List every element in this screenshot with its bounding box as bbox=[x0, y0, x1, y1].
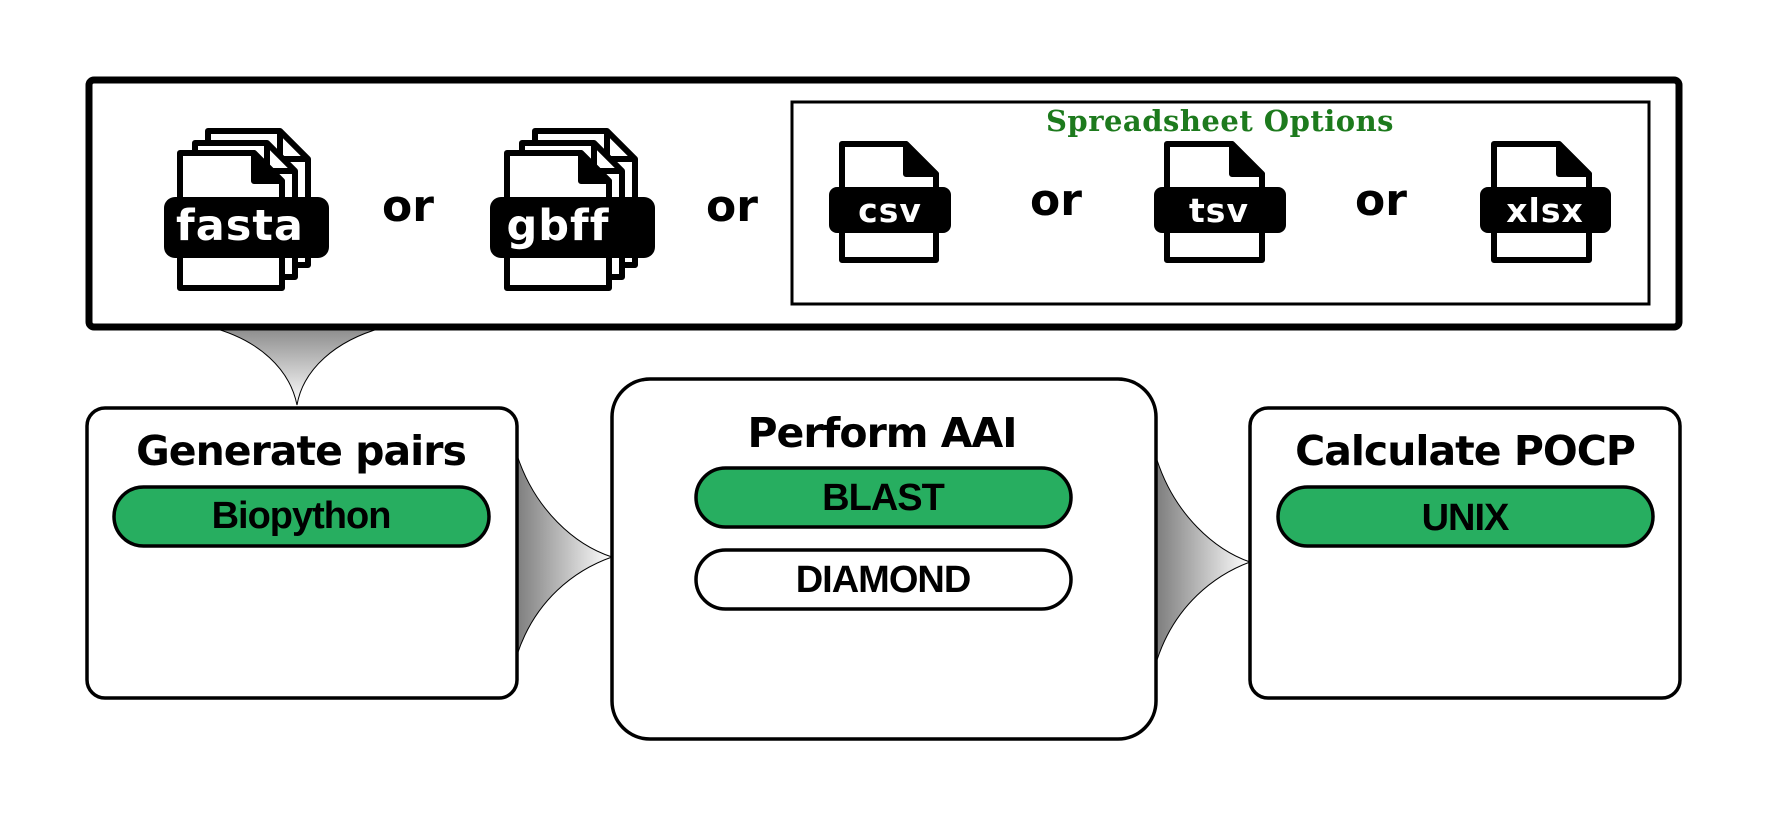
gbff-file-label: gbff bbox=[507, 201, 610, 251]
fasta-file-icon: fasta bbox=[164, 128, 329, 291]
or-connector-2: or bbox=[706, 181, 758, 232]
or-connector-4: or bbox=[1355, 175, 1407, 226]
step-title: Perform AAI bbox=[747, 409, 1016, 457]
csv-file-icon: csv bbox=[829, 141, 951, 263]
aai-to-pocp-connector bbox=[1156, 459, 1252, 661]
or-connector-3: or bbox=[1030, 175, 1082, 226]
input-to-pairs-connector bbox=[209, 326, 386, 406]
spreadsheet-options-box bbox=[790, 100, 1651, 306]
step-generate-pairs: Generate pairs Biopython bbox=[85, 406, 519, 700]
tsv-file-label: tsv bbox=[1189, 191, 1249, 230]
tool-pill-label: BLAST bbox=[822, 477, 944, 519]
tsv-file-icon: tsv bbox=[1154, 141, 1286, 263]
step-title: Calculate POCP bbox=[1295, 427, 1635, 475]
step-perform-aai: Perform AAI BLAST DIAMOND bbox=[610, 377, 1158, 741]
fasta-file-label: fasta bbox=[176, 201, 304, 251]
or-connector-1: or bbox=[382, 181, 434, 232]
step-calculate-pocp: Calculate POCP UNIX bbox=[1248, 406, 1682, 700]
tool-pill-biopython: Biopython bbox=[112, 485, 491, 548]
tool-pill-label: DIAMOND bbox=[796, 559, 971, 601]
tool-pill-blast: BLAST bbox=[694, 466, 1073, 529]
step-title: Generate pairs bbox=[136, 427, 466, 475]
tool-pill-diamond: DIAMOND bbox=[694, 548, 1073, 611]
tool-pill-label: UNIX bbox=[1422, 497, 1510, 539]
pairs-to-aai-connector bbox=[516, 454, 614, 656]
tool-pill-label: Biopython bbox=[212, 495, 391, 537]
csv-file-label: csv bbox=[858, 191, 922, 230]
tool-pill-unix: UNIX bbox=[1276, 485, 1655, 548]
xlsx-file-icon: xlsx bbox=[1480, 141, 1611, 263]
spreadsheet-options-title: Spreadsheet Options bbox=[1046, 104, 1394, 138]
xlsx-file-label: xlsx bbox=[1506, 191, 1584, 230]
gbff-file-icon: gbff bbox=[490, 128, 655, 291]
